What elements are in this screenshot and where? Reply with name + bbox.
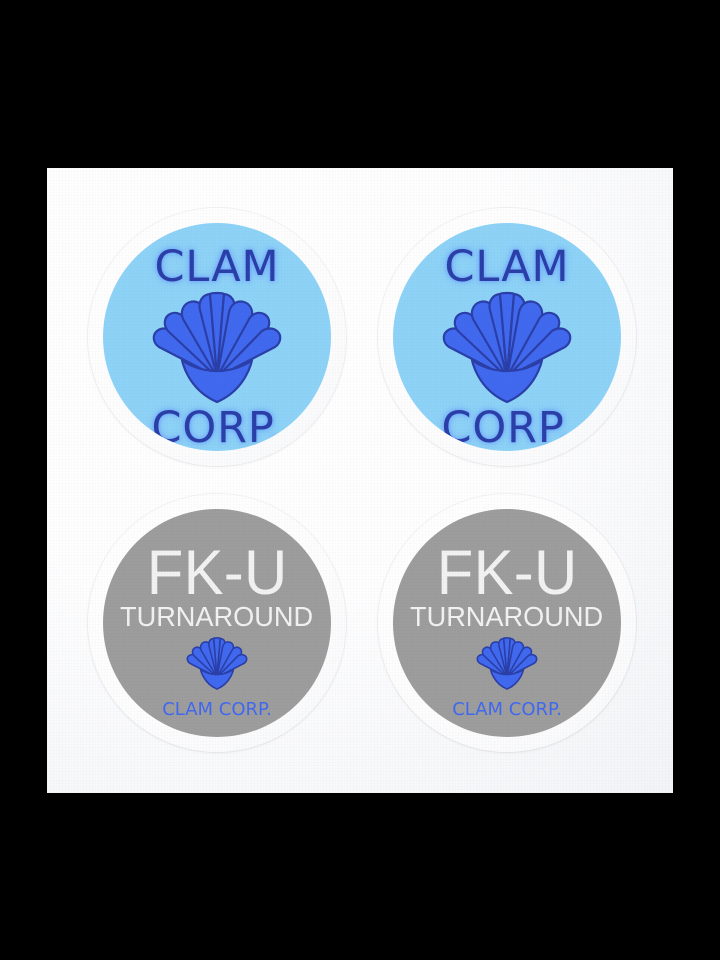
fk-u-title-1: FK-U: [146, 538, 288, 608]
fk-u-disc-2: FK-U TURNAROUND: [393, 509, 621, 737]
clam-corp-bottom-text-2: CORP.: [441, 403, 573, 451]
scallop-shell-icon-3: [186, 636, 248, 695]
scallop-shell-icon-4: [476, 636, 538, 695]
sticker-fk-u-turnaround-2[interactable]: FK-U TURNAROUND: [378, 494, 636, 752]
clam-corp-top-text-2: CLAM: [444, 242, 570, 292]
fk-u-disc-1: FK-U TURNAROUND: [103, 509, 331, 737]
sticker-clam-corp-2[interactable]: CLAM: [378, 208, 636, 466]
sticker-sheet-paper: CLAM: [47, 168, 673, 793]
fk-u-brand-2: CLAM CORP.: [452, 698, 562, 720]
sticker-clam-corp-1[interactable]: CLAM: [88, 208, 346, 466]
clam-corp-top-text-1: CLAM: [154, 242, 280, 292]
clam-corp-disc-1: CLAM: [103, 223, 331, 451]
fk-u-subtitle-2: TURNAROUND: [410, 600, 604, 632]
scallop-shell-icon-2: [441, 291, 573, 409]
clam-corp-bottom-text-1: CORP.: [151, 403, 283, 451]
clam-corp-disc-2: CLAM: [393, 223, 621, 451]
fk-u-brand-1: CLAM CORP.: [162, 698, 272, 720]
fk-u-title-2: FK-U: [436, 538, 578, 608]
fk-u-subtitle-1: TURNAROUND: [120, 600, 314, 632]
sticker-fk-u-turnaround-1[interactable]: FK-U TURNAROUND: [88, 494, 346, 752]
scallop-shell-icon-1: [151, 291, 283, 409]
